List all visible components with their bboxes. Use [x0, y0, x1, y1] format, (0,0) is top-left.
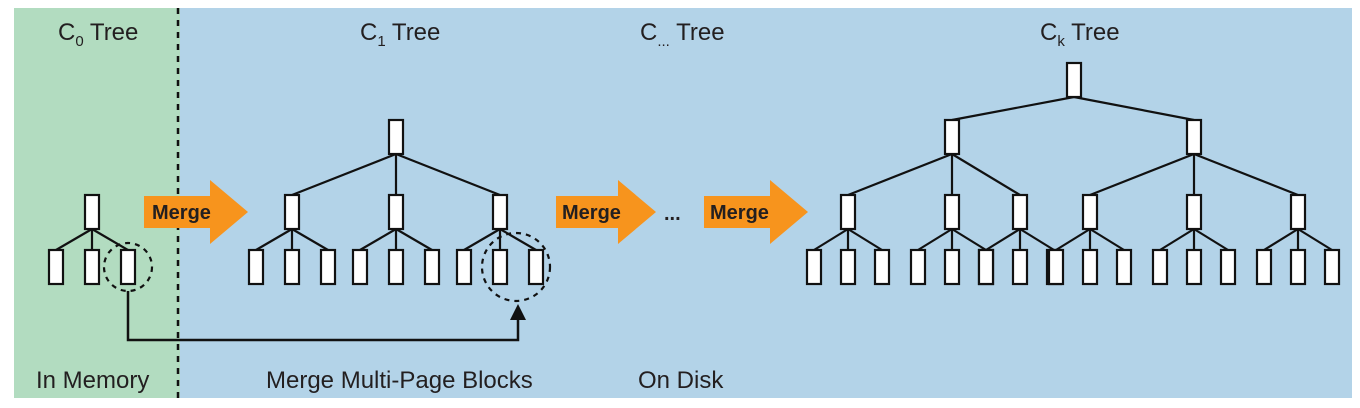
ck-internal-node	[1289, 193, 1307, 231]
ck-leaf-node	[1011, 248, 1029, 286]
c1-edge	[499, 228, 537, 251]
ck-internal-node	[1011, 193, 1029, 231]
ck-edge	[847, 228, 883, 251]
ck-leaf-node	[873, 248, 891, 286]
ck-leaf-node	[805, 248, 823, 286]
ck-edge	[951, 228, 987, 251]
c1-edge	[291, 228, 329, 251]
c1-leaf-node	[423, 248, 441, 286]
merge-multipage-arrowhead	[510, 304, 526, 320]
c0-edge	[91, 228, 129, 251]
ck-leaf-node	[909, 248, 927, 286]
c1-edge	[463, 228, 501, 251]
ck-leaf-node	[1115, 248, 1133, 286]
c1-leaf-node	[491, 248, 509, 286]
merge-arrow-3: Merge	[704, 180, 808, 244]
ck-edge	[951, 95, 1075, 122]
ck-internal-node	[1081, 193, 1099, 231]
c1-leaf-node	[319, 248, 337, 286]
ck-internal-node	[943, 118, 961, 156]
c1-internal-node	[387, 193, 405, 231]
ck-edge	[1297, 228, 1333, 251]
ck-edge	[1193, 152, 1299, 197]
ck-internal-node	[943, 193, 961, 231]
ellipsis: ...	[664, 203, 681, 225]
ck-edge	[951, 153, 1021, 196]
title-ck-tree: Ck Tree	[1040, 19, 1120, 50]
merge-arrow-1-label: Merge	[152, 202, 211, 224]
ck-root-node	[1065, 61, 1083, 99]
ck-edge	[1055, 228, 1091, 251]
title-cdots-tree: C... Tree	[640, 19, 725, 50]
tree-edges	[55, 95, 1333, 251]
c1-target-block-circle	[480, 231, 552, 303]
ck-edge	[1019, 228, 1055, 251]
ck-edge	[917, 228, 953, 251]
merge-arrow-1: Merge	[144, 180, 248, 244]
c1-root-node	[387, 118, 405, 156]
c1-leaf-node	[527, 248, 545, 286]
ck-leaf-node	[943, 248, 961, 286]
c0-edge	[55, 228, 93, 251]
c1-edge	[395, 228, 433, 251]
ck-internal-node	[839, 193, 857, 231]
merge-arrow-3-label: Merge	[710, 202, 769, 224]
c1-leaf-node	[455, 248, 473, 286]
c1-leaf-node	[283, 248, 301, 286]
ck-leaf-node	[1323, 248, 1341, 286]
ck-leaf-node	[1255, 248, 1273, 286]
tree-nodes	[47, 61, 1341, 286]
ck-edge	[1159, 228, 1195, 251]
ck-edge	[1089, 152, 1195, 197]
c1-internal-node	[283, 193, 301, 231]
ck-leaf-node	[977, 248, 995, 286]
ck-edge	[847, 152, 953, 197]
c0-leaf-node	[119, 248, 137, 286]
ck-edge	[1193, 228, 1229, 251]
merge-arrow-2-label: Merge	[562, 202, 621, 224]
c1-edge	[395, 152, 501, 197]
ck-internal-node	[1185, 193, 1203, 231]
c1-internal-node	[491, 193, 509, 231]
c1-edge	[255, 228, 293, 251]
c0-selected-block-circle	[102, 241, 154, 293]
c0-leaf-node	[83, 248, 101, 286]
ck-leaf-node	[1047, 248, 1065, 286]
ck-leaf-node	[1081, 248, 1099, 286]
c1-leaf-node	[387, 248, 405, 286]
ck-leaf-node	[1185, 248, 1203, 286]
label-on-disk: On Disk	[638, 367, 724, 394]
c1-leaf-node	[351, 248, 369, 286]
c0-root-node	[83, 193, 101, 231]
ck-leaf-node	[1151, 248, 1169, 286]
ck-internal-node	[1185, 118, 1203, 156]
ck-leaf-node	[1219, 248, 1237, 286]
c0-leaf-node	[47, 248, 65, 286]
c1-edge	[359, 228, 397, 251]
label-merge-multipage-blocks: Merge Multi-Page Blocks	[266, 367, 533, 394]
ck-leaf-node	[839, 248, 857, 286]
c1-leaf-node	[247, 248, 265, 286]
merge-arrow-2: Merge	[556, 180, 656, 244]
merge-multipage-path	[126, 291, 520, 342]
title-c1-tree: C1 Tree	[360, 19, 440, 50]
ck-edge	[985, 228, 1021, 251]
c1-edge	[291, 152, 397, 197]
title-c0-tree: C0 Tree	[58, 19, 138, 50]
ck-edge	[1263, 228, 1299, 251]
ck-leaf-node	[1289, 248, 1307, 286]
ck-edge	[813, 228, 849, 251]
ck-edge	[1073, 95, 1195, 122]
label-in-memory: In Memory	[36, 367, 149, 394]
ck-edge	[1089, 228, 1125, 251]
